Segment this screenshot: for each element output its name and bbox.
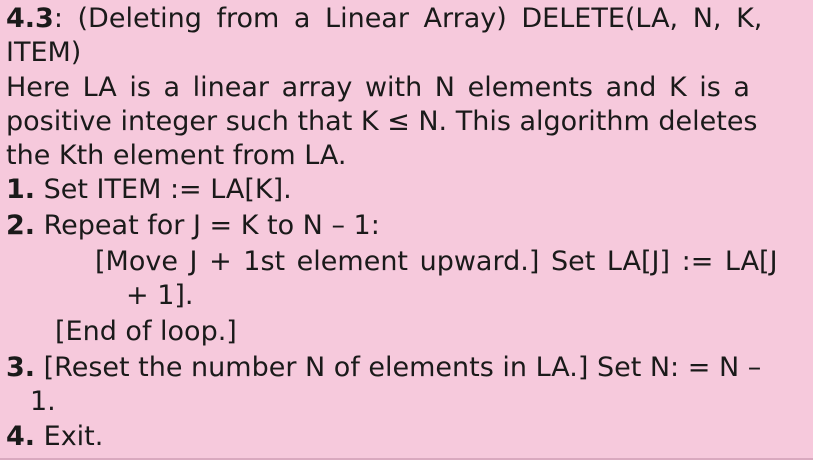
step-number: 1. <box>6 174 36 205</box>
step-1: 1. Set ITEM := LA[K]. <box>6 173 292 207</box>
algorithm-title-line: 4.3: (Deleting from a Linear Array) DELE… <box>6 2 762 36</box>
algorithm-number: 4.3 <box>6 3 54 34</box>
step-2: 2. Repeat for J = K to N – 1: <box>6 209 380 243</box>
step-number: 3. <box>6 352 36 383</box>
description-line-3: the Kth element from LA. <box>6 140 347 171</box>
algorithm-title-continuation: ITEM) <box>6 37 82 68</box>
step-text: Set ITEM := LA[K]. <box>35 174 292 205</box>
description-line-1: Here LA is a linear array with N element… <box>6 72 750 103</box>
step-text: Repeat for J = K to N – 1: <box>35 210 380 241</box>
step-4: 4. Exit. <box>6 420 103 454</box>
algorithm-title: : (Deleting from a Linear Array) DELETE(… <box>53 3 763 34</box>
step-text: Exit. <box>35 421 104 452</box>
description-line-2: positive integer such that K ≤ N. This a… <box>6 106 758 137</box>
loop-body-line-1: [Move J + 1st element upward.] Set LA[J]… <box>95 246 778 277</box>
end-of-loop: [End of loop.] <box>55 316 237 347</box>
loop-body-line-2: + 1]. <box>126 280 194 311</box>
step-3: 3. [Reset the number N of elements in LA… <box>6 351 761 385</box>
step-number: 4. <box>6 421 36 452</box>
step-number: 2. <box>6 210 36 241</box>
step-text: [Reset the number N of elements in LA.] … <box>35 352 762 383</box>
step-3-continuation: 1. <box>30 386 56 417</box>
